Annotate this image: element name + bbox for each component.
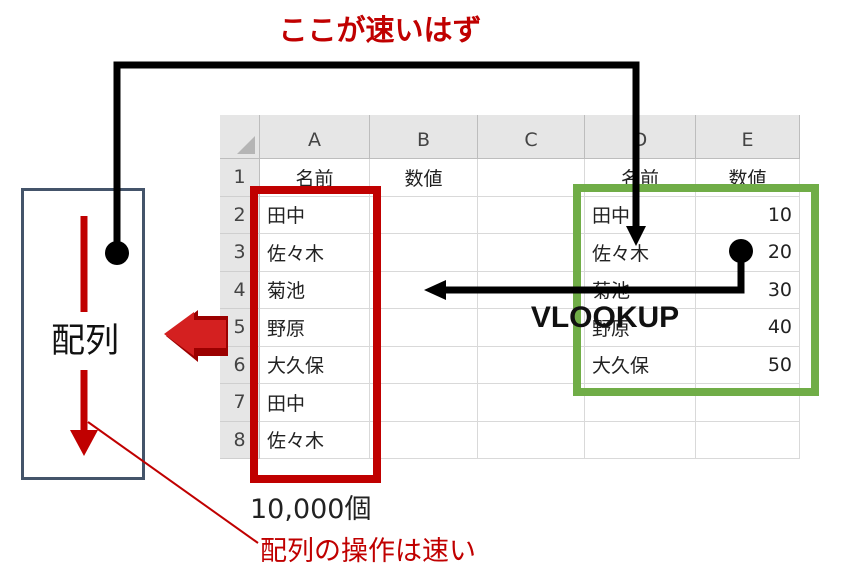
cell-d3[interactable]: 佐々木 [585,234,696,272]
vlookup-label: VLOOKUP [530,301,680,334]
diagram-title: ここが速いはず [278,13,482,47]
cell-e5[interactable]: 40 [696,309,800,347]
cell-a4[interactable]: 菊池 [260,271,370,309]
cell-a8[interactable]: 佐々木 [260,421,370,459]
cell-b1[interactable]: 数値 [370,159,478,197]
cell-e7[interactable] [696,384,800,422]
column-header-e[interactable]: E [696,115,800,159]
cell-e4[interactable]: 30 [696,271,800,309]
cell-c1[interactable] [478,159,585,197]
cell-c2[interactable] [478,196,585,234]
array-to-table-connector [113,61,640,253]
column-header-c[interactable]: C [478,115,585,159]
cell-a6[interactable]: 大久保 [260,346,370,384]
note-label: 配列の操作は速い [260,535,476,567]
cell-a3[interactable]: 佐々木 [260,234,370,272]
cell-c7[interactable] [478,384,585,422]
count-label: 10,000個 [250,493,372,525]
column-a-highlight-box [250,186,381,483]
cell-b5[interactable] [370,309,478,347]
cell-c6[interactable] [478,346,585,384]
array-connector-start-dot [105,241,129,265]
select-all-triangle-icon [237,136,255,154]
cell-e6[interactable]: 50 [696,346,800,384]
vlookup-connector [444,251,745,294]
left-block-arrow-icon [164,310,228,362]
vlookup-arrowhead-icon [424,280,446,300]
cell-e8[interactable] [696,421,800,459]
cell-c3[interactable] [478,234,585,272]
column-header-a[interactable]: A [260,115,370,159]
cell-b6[interactable] [370,346,478,384]
down-arrow-icon [70,430,98,456]
select-all-corner[interactable] [220,115,260,159]
note-leader-line [87,421,259,544]
cell-e2[interactable]: 10 [696,196,800,234]
cell-c5[interactable] [478,309,585,347]
cell-d5[interactable]: 野原 [585,309,696,347]
cell-d6[interactable]: 大久保 [585,346,696,384]
cell-c8[interactable] [478,421,585,459]
cell-b2[interactable] [370,196,478,234]
cell-a5[interactable]: 野原 [260,309,370,347]
array-label: 配列 [40,312,130,362]
cell-a1[interactable]: 名前 [260,159,370,197]
cell-d7[interactable] [585,384,696,422]
cell-d8[interactable] [585,421,696,459]
vlookup-start-dot [729,239,753,263]
column-header-d[interactable]: D [585,115,696,159]
array-to-table-arrowhead-icon [626,226,646,246]
cell-b8[interactable] [370,421,478,459]
cell-b7[interactable] [370,384,478,422]
cell-e3[interactable]: 20 [696,234,800,272]
cell-b3[interactable] [370,234,478,272]
cell-a7[interactable]: 田中 [260,384,370,422]
column-header-b[interactable]: B [370,115,478,159]
cell-a2[interactable]: 田中 [260,196,370,234]
